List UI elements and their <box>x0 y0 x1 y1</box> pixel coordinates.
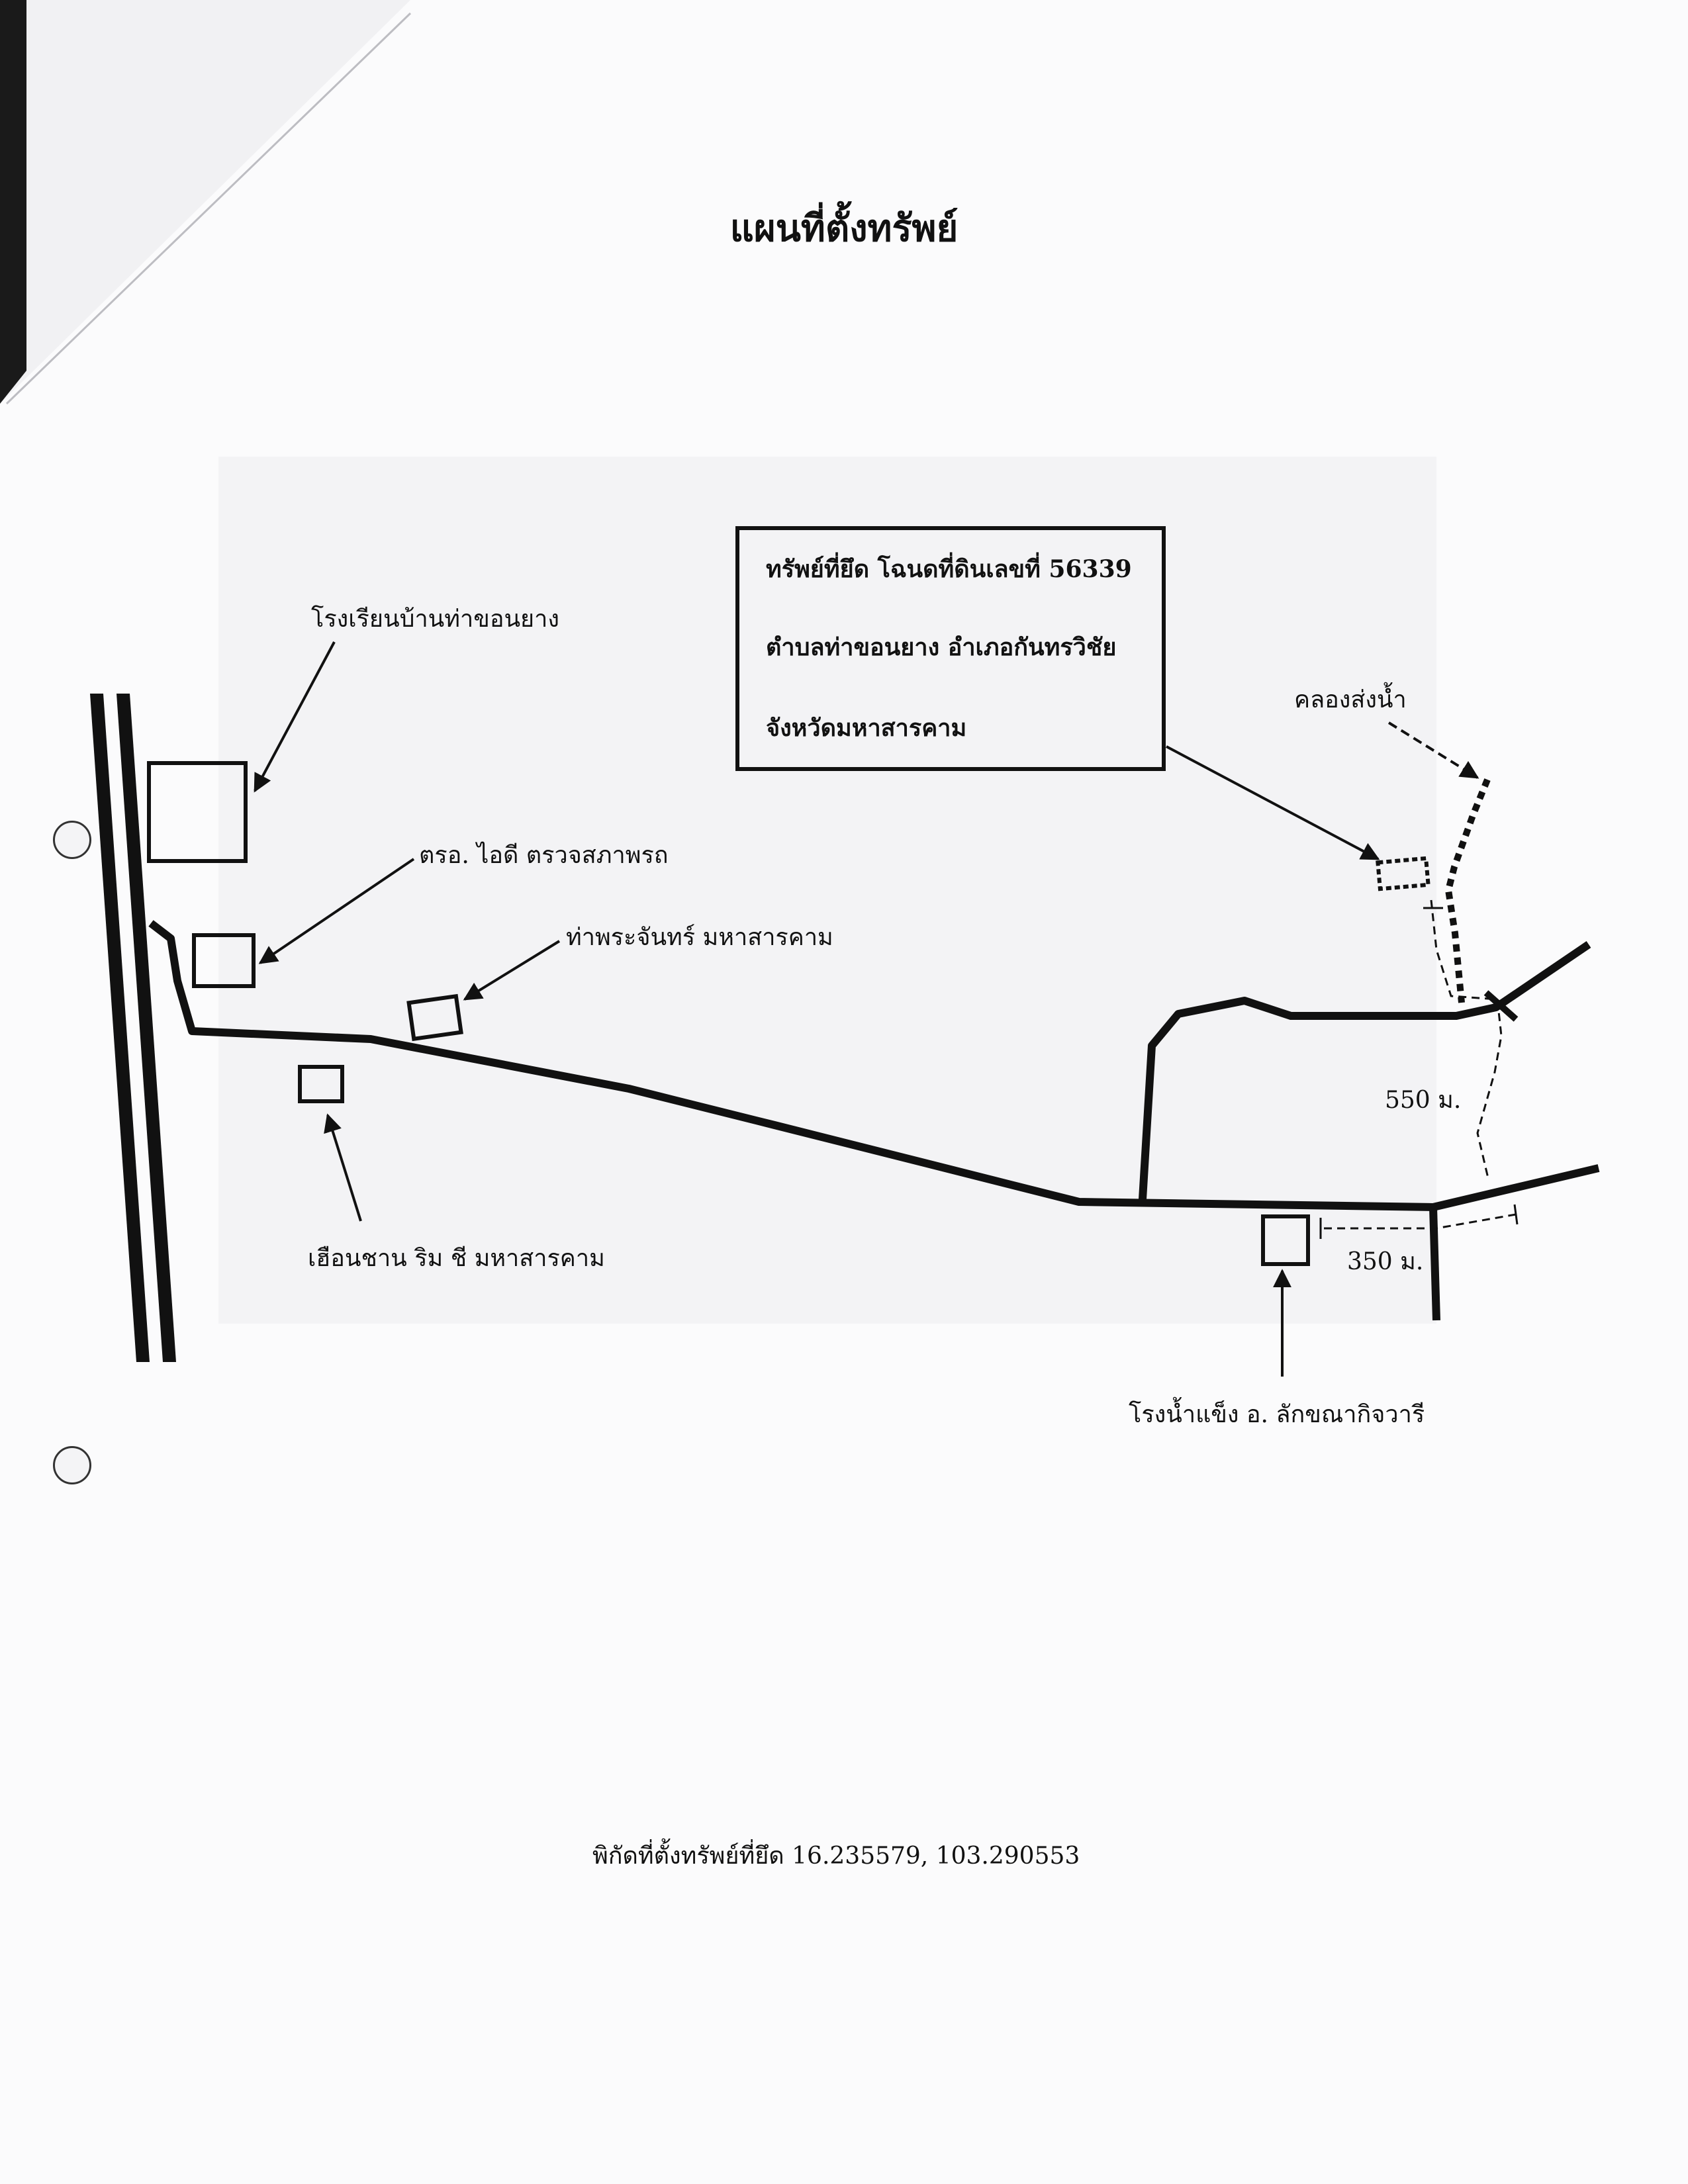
distance-350-label: 350 ม. <box>1347 1248 1424 1275</box>
route-350 <box>1324 1213 1517 1230</box>
arrow-canal <box>1387 721 1479 779</box>
arrow-property <box>1166 745 1380 860</box>
page-title: แผนที่ตั้งทรัพย์ <box>729 206 959 250</box>
punch-hole <box>53 821 91 859</box>
route-550 <box>1430 899 1503 1179</box>
loop-road-branch <box>1483 990 1519 1022</box>
arrow-school <box>254 641 336 793</box>
ice-factory-label: โรงน้ำแข็ง อ. ลักขณากิจวารี <box>1129 1401 1425 1428</box>
canal-line <box>1444 778 1491 1003</box>
tha-phra-chan-label: ท่าพระจันทร์ มหาสารคาม <box>566 924 833 951</box>
property-info-box: ทรัพย์ที่ยึด โฉนดที่ดินเลขที่ 56339 ตำบล… <box>735 526 1166 771</box>
huean-chan-building <box>298 1065 344 1103</box>
inspection-label: ตรอ. ไอดี ตรวจสภาพรถ <box>419 842 669 869</box>
folded-corner <box>0 0 412 405</box>
property-subdistrict-district: ตำบลท่าขอนยาง อำเภอกันทรวิชัย <box>766 633 1117 661</box>
arrow-inspection <box>258 858 415 964</box>
highway-line-1 <box>90 694 150 1362</box>
arrow-tha-phra-chan <box>463 940 561 1001</box>
inspection-building <box>192 933 256 988</box>
tha-phra-chan-building <box>406 993 463 1042</box>
highway-line-2 <box>117 694 176 1362</box>
property-province: จังหวัดมหาสารคาม <box>766 714 967 742</box>
arrow-huean-chan <box>324 1113 362 1222</box>
school-building <box>147 761 248 863</box>
distance-550-label: 550 ม. <box>1385 1087 1462 1114</box>
coordinates-text: พิกัดที่ตั้งทรัพย์ที่ยึด 16.235579, 103.… <box>592 1843 1080 1870</box>
school-label: โรงเรียนบ้านท่าขอนยาง <box>311 606 559 633</box>
punch-hole <box>53 1446 91 1484</box>
canal-label: คลองส่งน้ำ <box>1294 686 1407 713</box>
side-road-south <box>1429 1206 1440 1321</box>
ice-factory-building <box>1261 1214 1310 1266</box>
main-road <box>148 920 1600 1211</box>
property-marker <box>1376 856 1430 891</box>
huean-chan-label: เฮือนชาน ริม ชี มหาสารคาม <box>308 1245 605 1272</box>
property-deed: ทรัพย์ที่ยึด โฉนดที่ดินเลขที่ 56339 <box>766 555 1132 583</box>
loop-road <box>1139 941 1591 1200</box>
